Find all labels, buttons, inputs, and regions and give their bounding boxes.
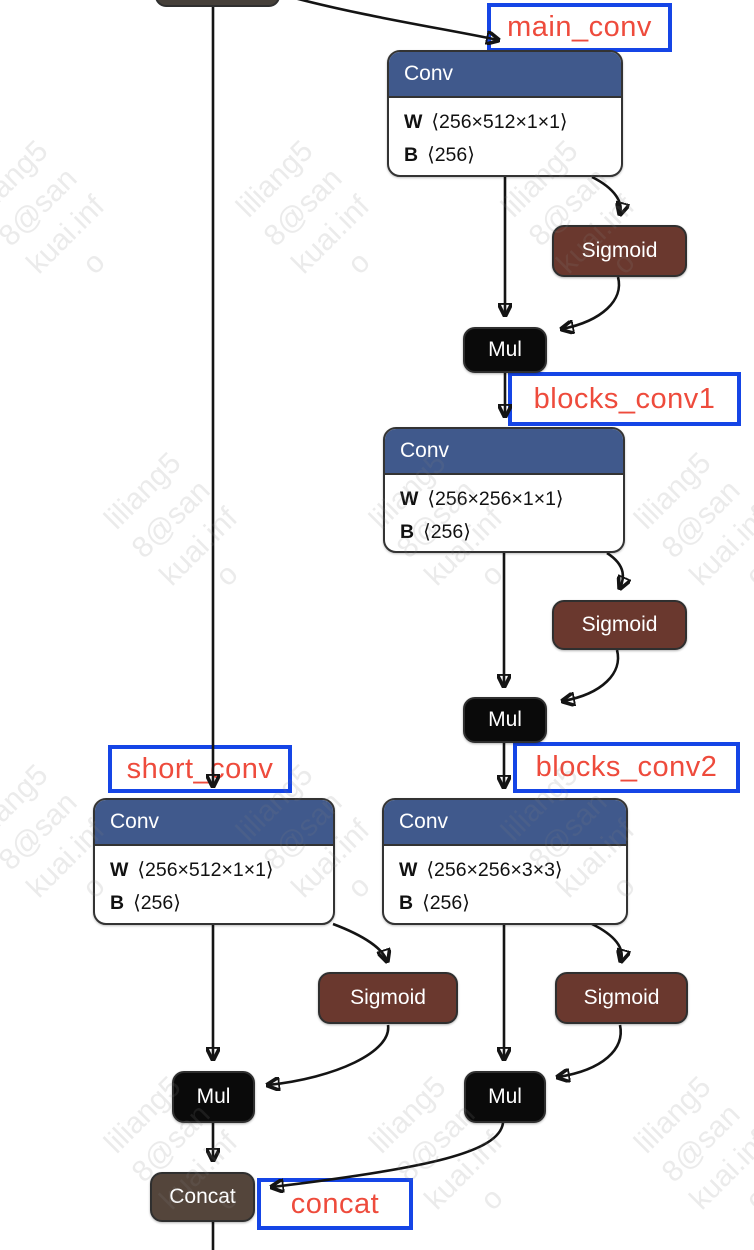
conv-node-blocks1[interactable]: Conv W ⟨256×256×1×1⟩ B ⟨256⟩ [383,427,625,553]
attr-value: ⟨256⟩ [133,892,181,914]
attr-value: ⟨256×256×3×3⟩ [426,859,563,881]
attr-value: ⟨256⟩ [422,892,470,914]
annotation-short-conv[interactable]: short_conv [108,745,292,793]
edge-conv3-to-sigmoid3 [332,922,387,961]
mul-node-2[interactable]: Mul [463,697,547,743]
concat-node[interactable]: Concat [150,1172,255,1222]
edge-conv4-to-sigmoid4 [591,922,622,961]
mul-node-3[interactable]: Mul [172,1071,255,1123]
input-node-partial[interactable] [155,0,280,7]
annotation-blocks-conv2[interactable]: blocks_conv2 [513,742,740,793]
conv-node-blocks2[interactable]: Conv W ⟨256×256×3×3⟩ B ⟨256⟩ [382,798,628,925]
conv-node-title: Conv [385,429,623,475]
attr-key: B [110,892,125,914]
sigmoid-node-4[interactable]: Sigmoid [555,972,688,1024]
conv-node-attrs: W ⟨256×256×3×3⟩ B ⟨256⟩ [384,846,626,923]
conv-node-main[interactable]: Conv W ⟨256×512×1×1⟩ B ⟨256⟩ [387,50,623,177]
attr-key: B [404,144,419,166]
attr-key: B [400,521,415,543]
conv-node-title: Conv [95,800,333,846]
conv-node-attrs: W ⟨256×512×1×1⟩ B ⟨256⟩ [95,846,333,923]
edge-mul4-to-concat [272,1122,505,1187]
attr-key: B [399,892,414,914]
conv-node-title: Conv [384,800,626,846]
edge-conv2-to-sigmoid2 [606,551,623,588]
conv-node-title: Conv [389,52,621,98]
annotation-blocks-conv1[interactable]: blocks_conv1 [508,372,741,426]
conv-node-short[interactable]: Conv W ⟨256×512×1×1⟩ B ⟨256⟩ [93,798,335,925]
attr-value: ⟨256×512×1×1⟩ [431,111,568,133]
conv-node-attrs: W ⟨256×512×1×1⟩ B ⟨256⟩ [389,98,621,175]
attr-value: ⟨256×512×1×1⟩ [137,859,274,881]
attr-key: W [110,859,129,881]
attr-value: ⟨256⟩ [427,144,475,166]
mul-node-1[interactable]: Mul [463,327,547,373]
attr-key: W [400,488,419,510]
edge-sigmoid2-to-mul2 [563,649,620,701]
attr-value: ⟨256⟩ [423,521,471,543]
sigmoid-node-3[interactable]: Sigmoid [318,972,458,1024]
edge-input-to-main-conv [297,0,498,40]
edge-sigmoid3-to-mul3 [268,1024,390,1085]
sigmoid-node-2[interactable]: Sigmoid [552,600,687,650]
mul-node-4[interactable]: Mul [464,1071,546,1123]
edge-sigmoid4-to-mul4 [558,1024,622,1077]
sigmoid-node-1[interactable]: Sigmoid [552,225,687,277]
attr-value: ⟨256×256×1×1⟩ [427,488,564,510]
edge-sigmoid1-to-mul1 [562,276,621,329]
attr-key: W [399,859,418,881]
edge-conv1-to-sigmoid1 [591,175,621,214]
attr-key: W [404,111,423,133]
annotation-main-conv[interactable]: main_conv [487,3,672,52]
conv-node-attrs: W ⟨256×256×1×1⟩ B ⟨256⟩ [385,475,623,551]
